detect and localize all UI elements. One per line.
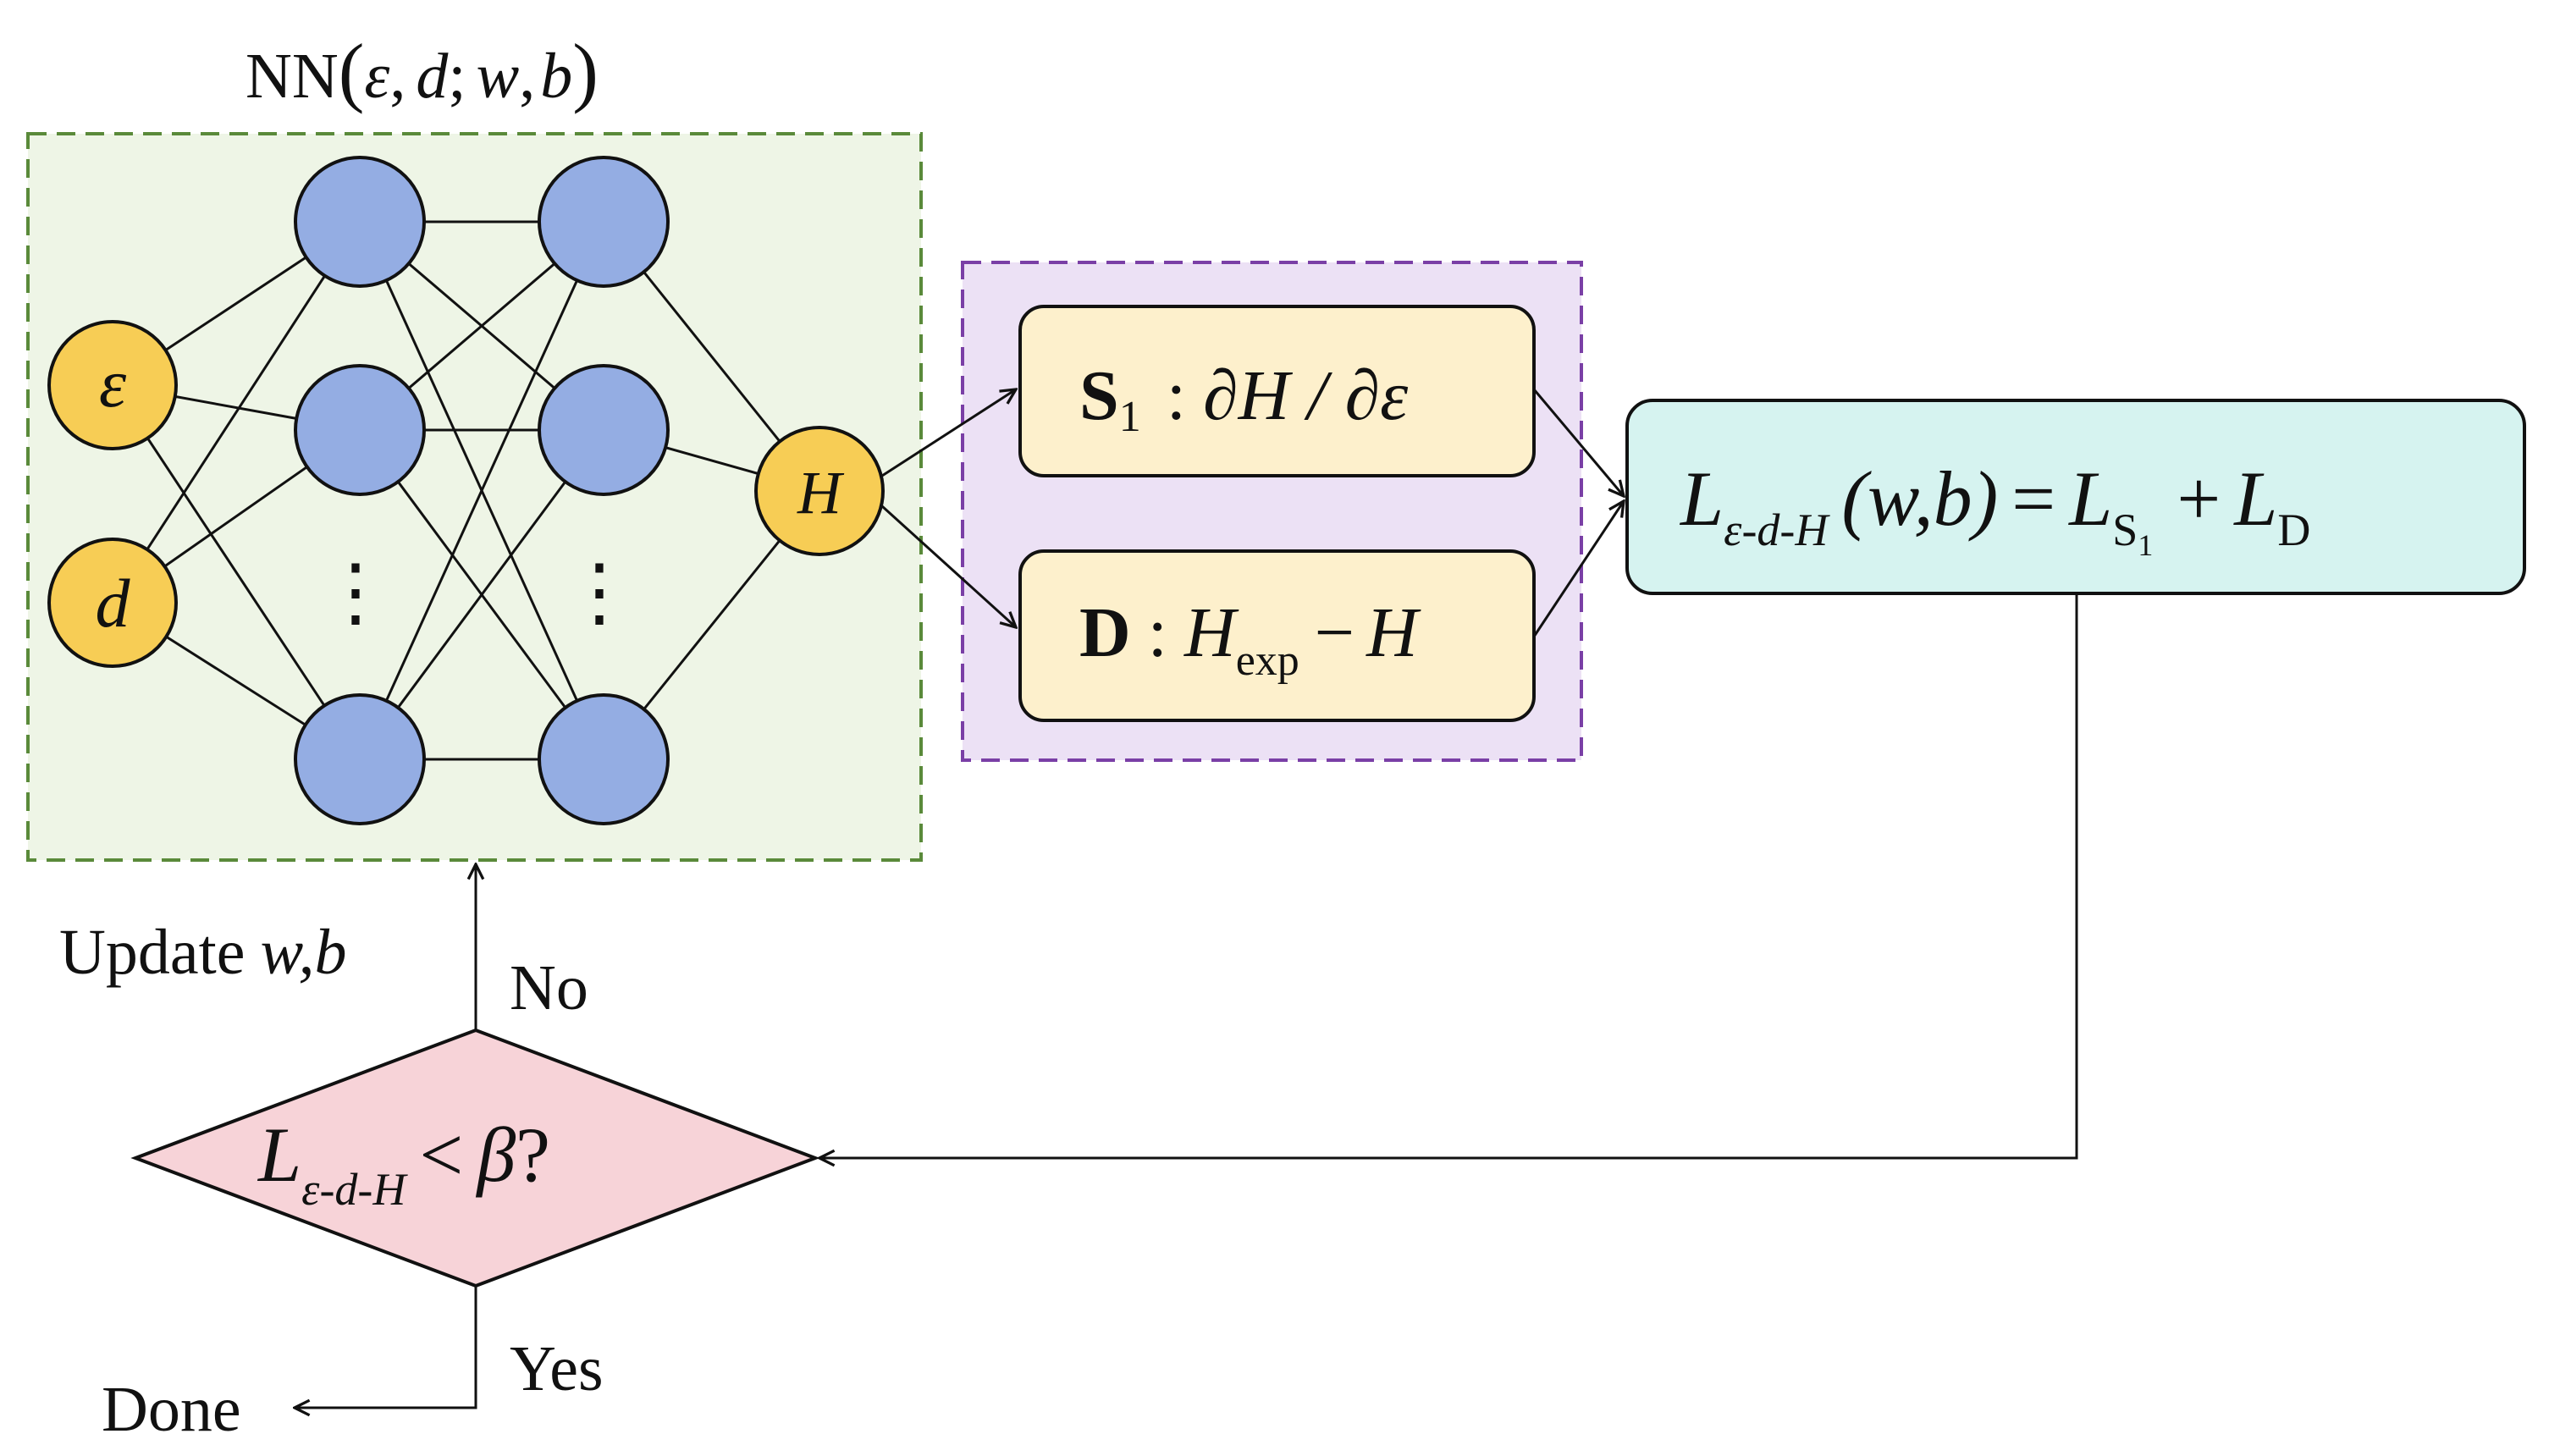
- hidden-node-l1-1: [294, 156, 426, 288]
- arrow-d-to-loss: [1532, 501, 1624, 637]
- arrow-yes-done: [295, 1286, 477, 1408]
- svg-text:H: H: [797, 459, 845, 527]
- svg-text:Lε-d-H(w,b)=LS1+LD: Lε-d-H(w,b)=LS1+LD: [1679, 455, 2310, 562]
- yes-label: Yes: [510, 1333, 604, 1404]
- d-term-box: D:Hexp−H: [1018, 549, 1536, 722]
- convergence-check-diamond: Lε-d-H<β?: [130, 1028, 820, 1288]
- nn-edge-l1-l2-2-0: [358, 221, 605, 760]
- nn-edge-in-l1-1-0: [111, 221, 361, 604]
- input-node-d: d: [47, 538, 178, 668]
- nn-title: NN(ε,d;w,b): [246, 28, 599, 114]
- input-node-epsilon: ε: [47, 320, 178, 450]
- loss-box: Lε-d-H(w,b)=LS1+LD: [1625, 399, 2526, 595]
- arrow-h-to-d: [880, 505, 1016, 627]
- s1-term-box: S1:∂H / ∂ε: [1018, 305, 1536, 477]
- hidden-node-l2-2: [538, 364, 670, 496]
- hidden-l2-ellipsis: ⋮: [561, 551, 637, 635]
- svg-text:d: d: [96, 565, 131, 642]
- svg-text:S1:∂H / ∂ε: S1:∂H / ∂ε: [1079, 356, 1409, 441]
- svg-text:Lε-d-H<β?: Lε-d-H<β?: [257, 1111, 550, 1215]
- no-label: No: [510, 952, 588, 1023]
- arrow-h-to-s1: [881, 389, 1016, 477]
- hidden-node-l2-3: [538, 693, 670, 825]
- svg-text:D:Hexp−H: D:Hexp−H: [1079, 593, 1421, 685]
- hidden-l1-ellipsis: ⋮: [317, 551, 394, 635]
- hidden-node-l1-2: [294, 364, 426, 496]
- hidden-node-l1-3: [294, 693, 426, 825]
- nn-edge-in-l1-0-2: [111, 384, 361, 760]
- svg-text:ε: ε: [99, 345, 127, 422]
- arrow-loss-to-decision: [819, 593, 2078, 1158]
- arrow-s1-to-loss: [1532, 389, 1624, 496]
- hidden-node-l2-1: [538, 156, 670, 288]
- output-node-h: H: [754, 426, 885, 556]
- done-label: Done: [102, 1374, 241, 1445]
- nn-edge-l1-l2-2-1: [358, 429, 605, 760]
